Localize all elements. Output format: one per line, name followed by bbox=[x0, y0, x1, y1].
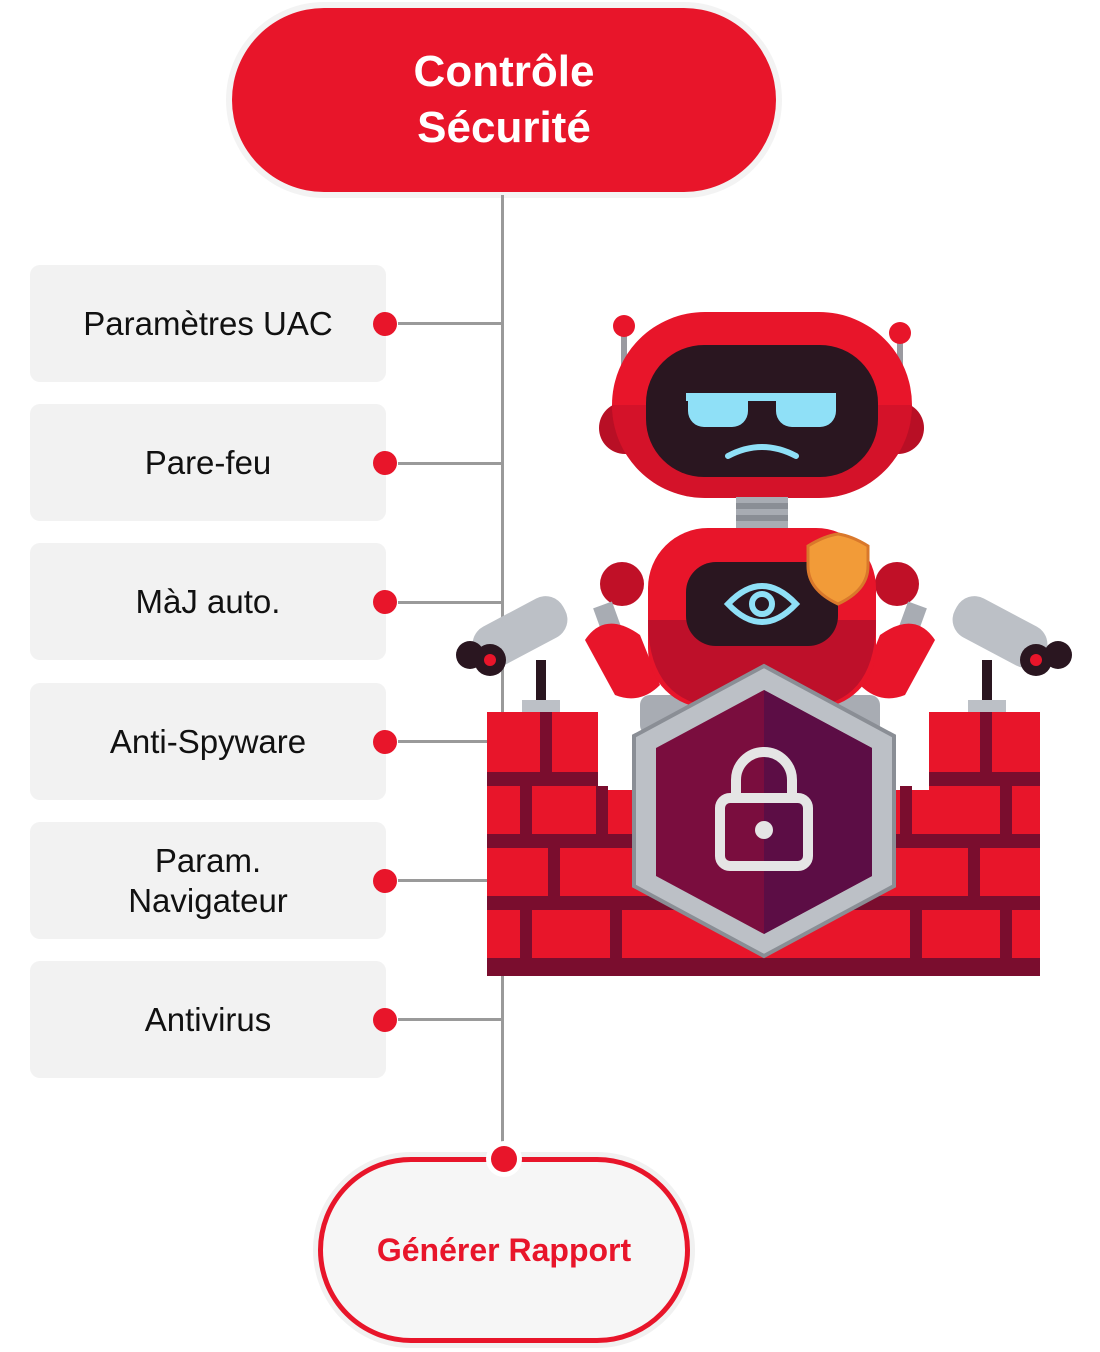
connector-dot bbox=[373, 590, 397, 614]
check-item-label: Paramètres UAC bbox=[83, 304, 333, 342]
branch-line bbox=[398, 1018, 501, 1021]
robot-torso bbox=[648, 528, 876, 708]
branch-line bbox=[398, 322, 501, 325]
check-item-label: Pare-feu bbox=[144, 443, 272, 481]
robot-icon bbox=[599, 312, 924, 531]
check-item-antivirus[interactable]: Antivirus bbox=[30, 961, 386, 1078]
eye-icon bbox=[723, 583, 801, 625]
connector-dot bbox=[373, 312, 397, 336]
padlock-shield bbox=[632, 663, 896, 959]
generate-report-label: Générer Rapport bbox=[376, 1231, 632, 1268]
check-item-label: Anti-Spyware bbox=[109, 722, 307, 760]
check-item-label: Antivirus bbox=[144, 1000, 272, 1038]
connector-dot bbox=[373, 869, 397, 893]
padlock-icon bbox=[715, 747, 813, 871]
robot-arms bbox=[585, 562, 935, 735]
branch-line bbox=[398, 601, 501, 604]
connector-dot bbox=[373, 730, 397, 754]
title-line-2: Sécurité bbox=[417, 103, 591, 152]
check-item-label-line-1: Param. bbox=[154, 841, 262, 879]
check-item-anti-spyware[interactable]: Anti-Spyware bbox=[30, 683, 386, 800]
robot-security-illustration bbox=[456, 312, 1072, 976]
sunglasses-icon bbox=[686, 393, 836, 459]
main-connector-line bbox=[501, 195, 504, 1145]
check-item-uac[interactable]: Paramètres UAC bbox=[30, 265, 386, 382]
security-camera-icon bbox=[456, 596, 568, 714]
check-item-label: MàJ auto. bbox=[135, 582, 281, 620]
generate-report-button[interactable]: Générer Rapport bbox=[318, 1157, 690, 1343]
security-camera-icon bbox=[952, 596, 1072, 714]
check-item-browser-settings[interactable]: Param. Navigateur bbox=[30, 822, 386, 939]
badge-shield-icon bbox=[806, 532, 870, 606]
check-item-firewall[interactable]: Pare-feu bbox=[30, 404, 386, 521]
connector-dot bbox=[373, 451, 397, 475]
title-line-1: Contrôle bbox=[413, 47, 595, 96]
title-pill: Contrôle Sécurité bbox=[232, 8, 776, 192]
check-item-auto-update[interactable]: MàJ auto. bbox=[30, 543, 386, 660]
connector-dot bbox=[491, 1146, 517, 1172]
branch-line bbox=[398, 462, 501, 465]
connector-dot bbox=[373, 1008, 397, 1032]
branch-line bbox=[398, 879, 501, 882]
check-item-label-line-2: Navigateur bbox=[128, 881, 288, 919]
branch-line bbox=[398, 740, 501, 743]
